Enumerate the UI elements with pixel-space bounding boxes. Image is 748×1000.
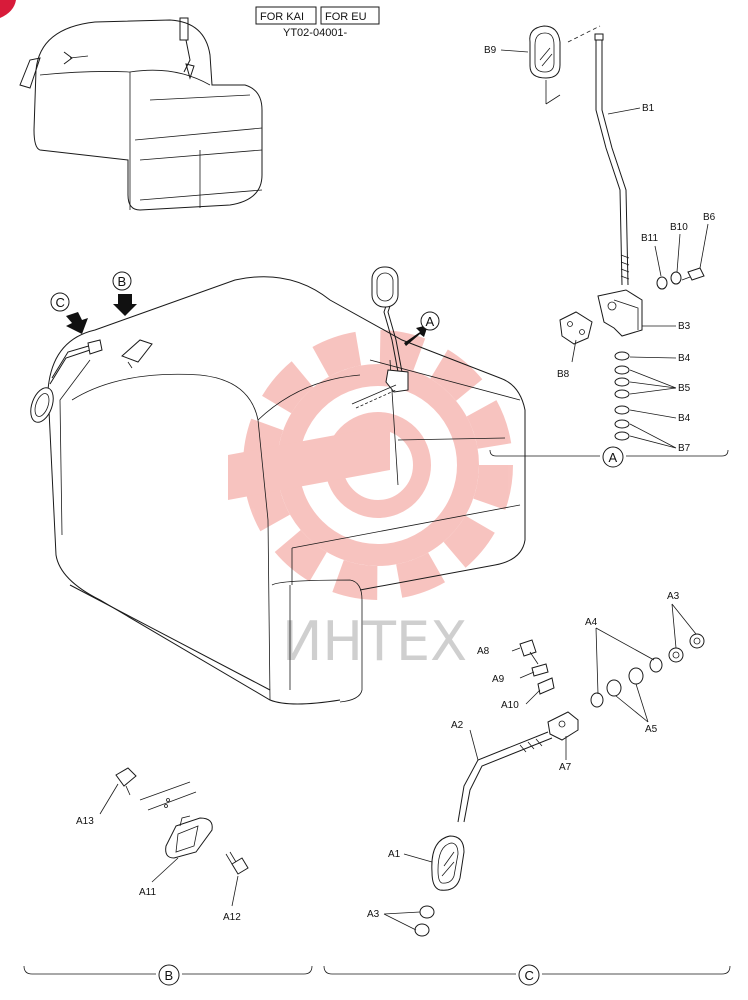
- serial-code: YT02-04001-: [283, 27, 348, 39]
- label-a13: A13: [76, 816, 94, 827]
- label-b6: B6: [703, 212, 716, 223]
- label-a3-top: A3: [667, 591, 680, 602]
- label-a1: A1: [388, 849, 401, 860]
- label-b5: B5: [678, 383, 691, 394]
- part-labels: B9 B1 B11 B10 B6 B3 B8 B4 B5 B4 B7 A3 A4…: [76, 45, 716, 923]
- detail-c-mirror-assembly: C: [323, 603, 731, 986]
- view-marker-a-group: A: [404, 311, 440, 346]
- label-a2: A2: [451, 720, 464, 731]
- view-marker-a: A: [426, 314, 435, 329]
- detail-a-mirror-assembly: A: [489, 25, 729, 468]
- label-a3-bottom: A3: [367, 909, 380, 920]
- label-a11: A11: [139, 887, 156, 898]
- watermark-gear-icon: [228, 330, 513, 600]
- label-a9: A9: [492, 674, 505, 685]
- view-marker-b-group: B: [112, 271, 137, 316]
- view-marker-b: B: [118, 274, 127, 289]
- label-b4-bottom: B4: [678, 413, 691, 424]
- detail-b-caption: B: [165, 968, 174, 983]
- label-a4: A4: [585, 617, 598, 628]
- detail-c-caption: C: [525, 968, 534, 983]
- detail-a-caption: A: [609, 450, 618, 465]
- header-tags: FOR KAI FOR EU YT02-04001-: [255, 6, 380, 39]
- tag-for-eu: FOR EU: [325, 11, 367, 23]
- watermark-text: ИНТЕХ: [282, 610, 467, 673]
- label-a10: A10: [501, 700, 519, 711]
- cab-main-view: [30, 266, 526, 705]
- label-a8: A8: [477, 646, 490, 657]
- label-a5: A5: [645, 724, 658, 735]
- label-b3: B3: [678, 321, 691, 332]
- label-a12: A12: [223, 912, 241, 923]
- label-a7: A7: [559, 762, 572, 773]
- corner-badge: [0, 0, 16, 18]
- label-b10: B10: [670, 222, 688, 233]
- view-marker-c: C: [56, 295, 65, 310]
- label-b8: B8: [557, 369, 570, 380]
- view-marker-c-group: C: [50, 292, 88, 334]
- cab-overview-small: [19, 17, 263, 211]
- label-b9: B9: [484, 45, 497, 56]
- label-b4-top: B4: [678, 353, 691, 364]
- label-b7: B7: [678, 443, 691, 454]
- tag-for-kai: FOR KAI: [260, 11, 304, 23]
- label-b1: B1: [642, 103, 655, 114]
- label-b11: B11: [641, 233, 658, 244]
- detail-b-lamp-assembly: B: [23, 767, 313, 986]
